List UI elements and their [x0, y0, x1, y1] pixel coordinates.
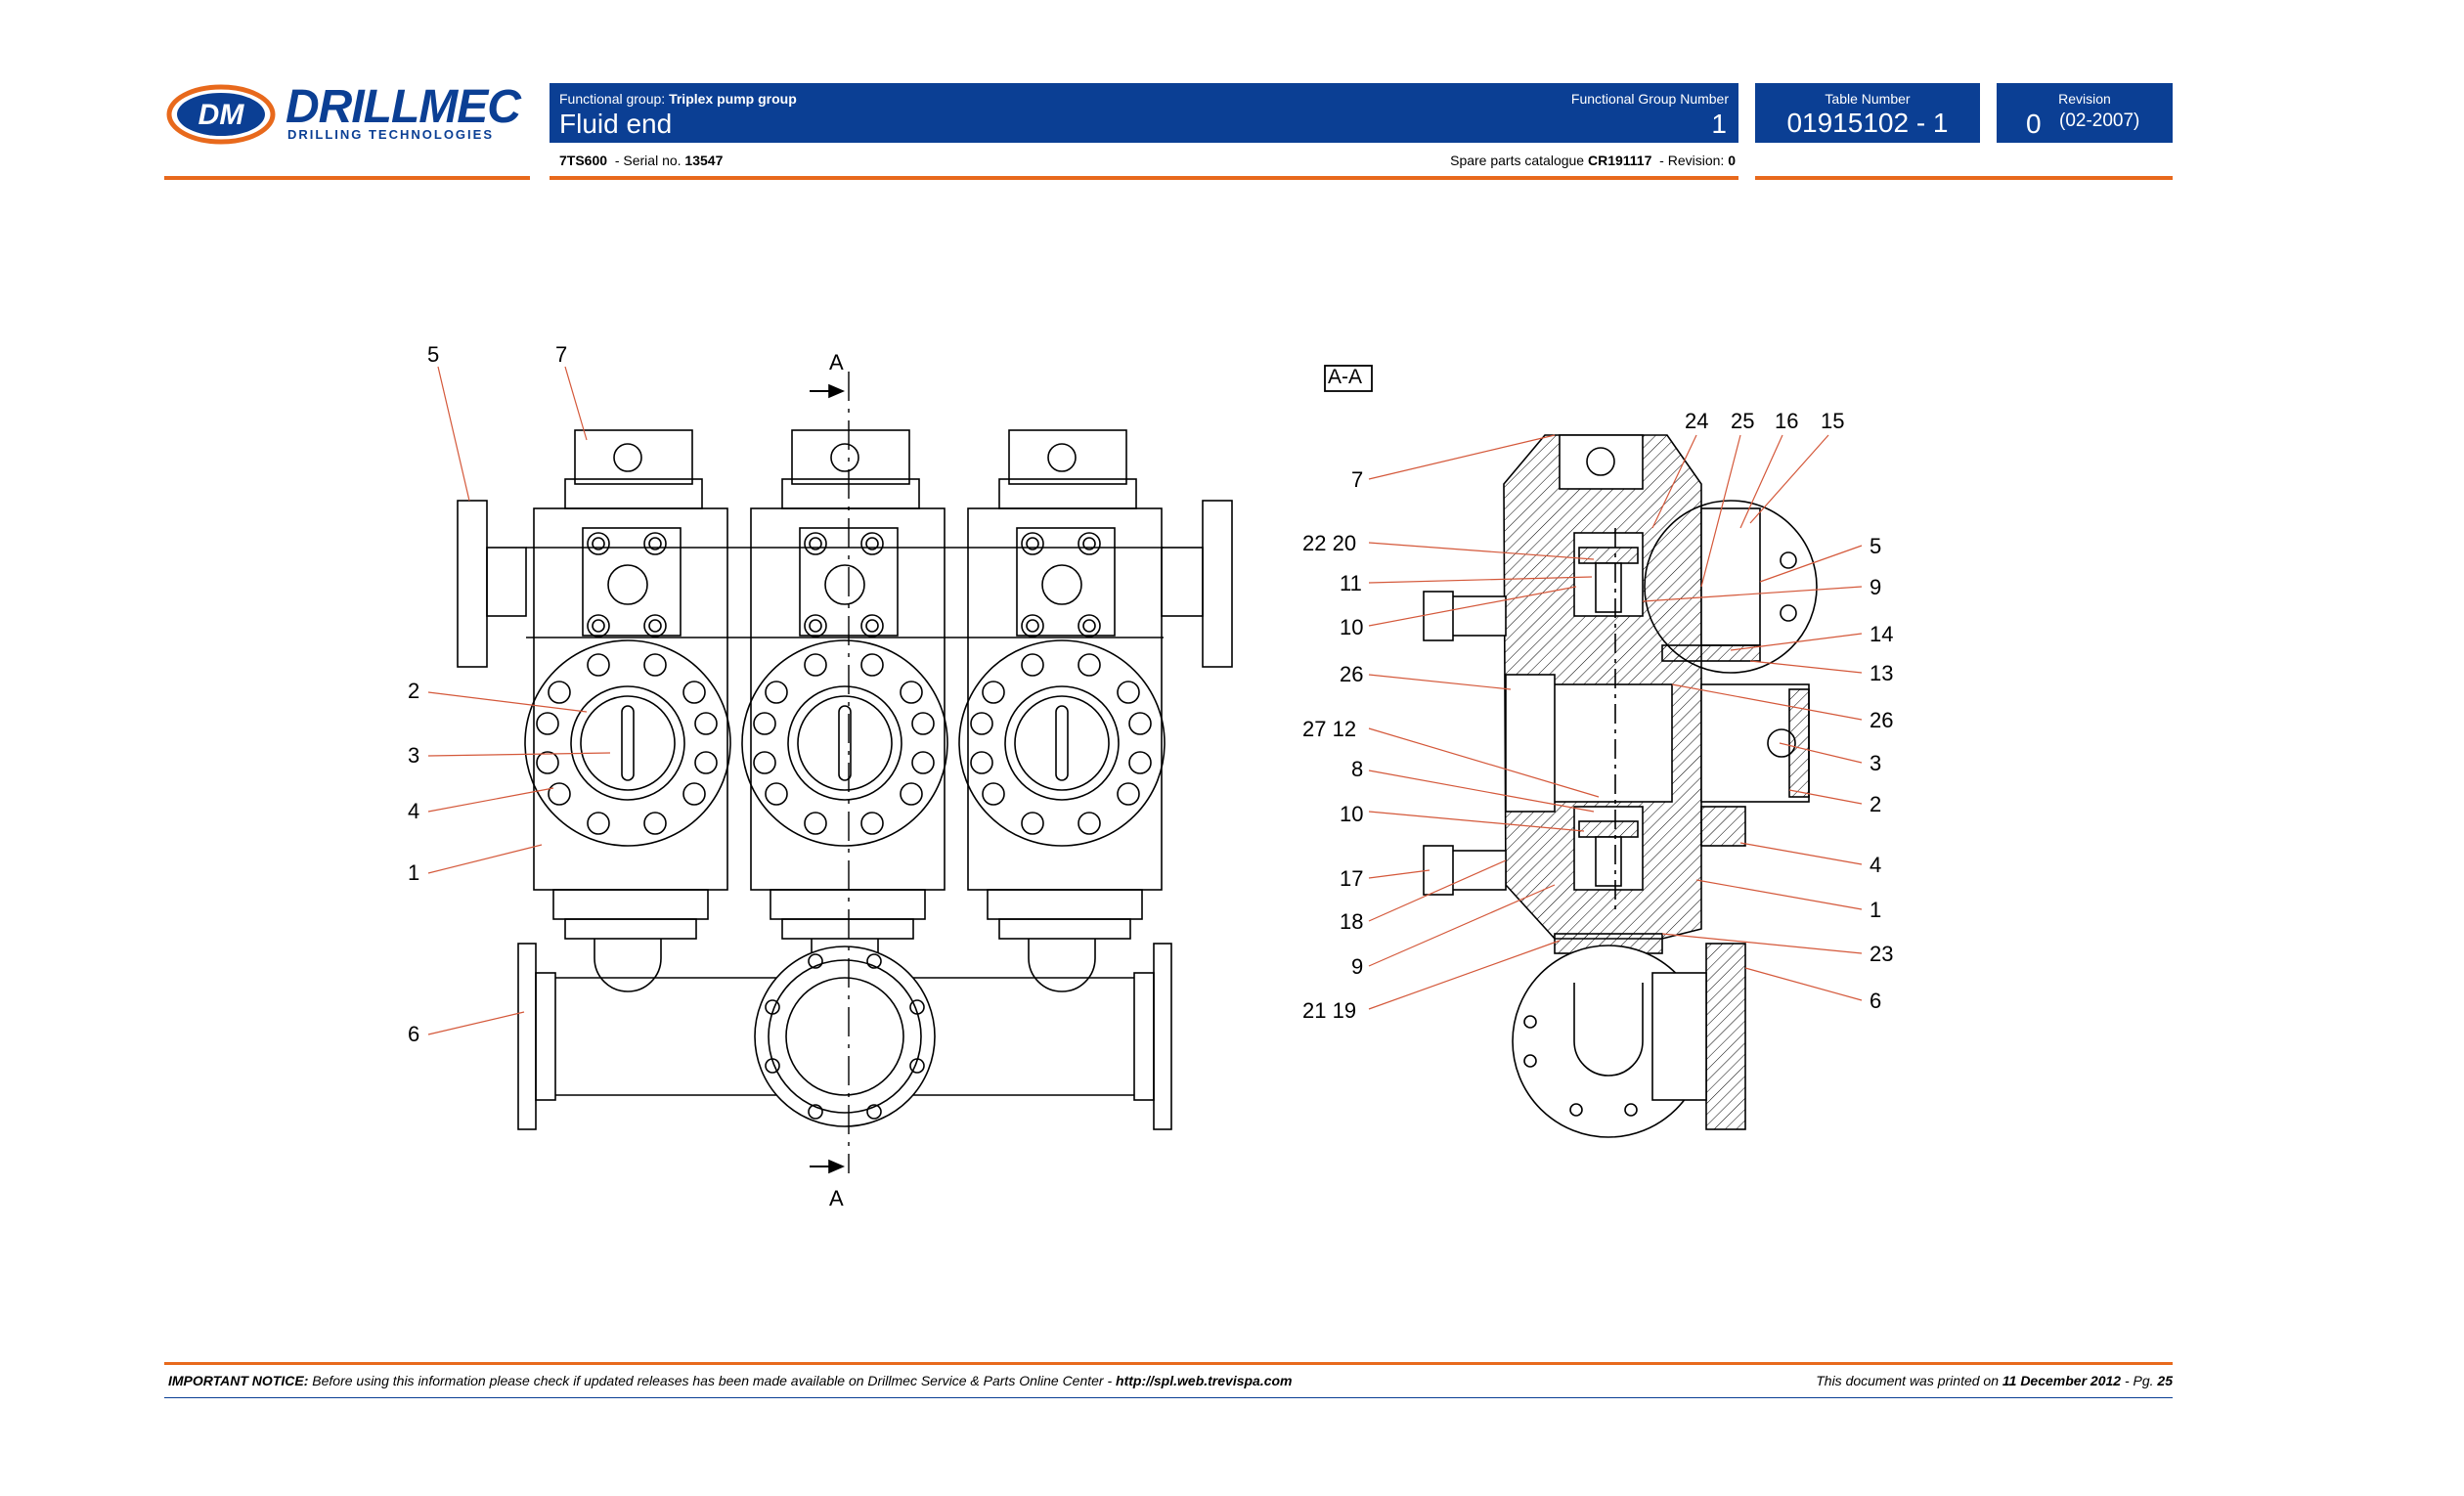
section-view: [1324, 365, 1818, 1138]
serial-prefix: - Serial no.: [614, 153, 682, 168]
notice-label: IMPORTANT NOTICE:: [168, 1373, 309, 1388]
callout-label: 3: [408, 743, 420, 768]
callout-label: 18: [1340, 909, 1364, 934]
table-number-box: Table Number 01915102 - 1: [1755, 83, 1980, 143]
callout-label: 6: [408, 1022, 420, 1046]
callout-label: 10: [1340, 802, 1364, 826]
section-view-leaders: [1368, 434, 1863, 1010]
svg-text:DM: DM: [198, 99, 245, 131]
printed-date: 11 December 2012: [2002, 1373, 2122, 1388]
page-prefix: - Pg.: [2124, 1373, 2154, 1388]
callout-label: 1: [408, 860, 420, 885]
callout-label: 13: [1870, 661, 1894, 685]
callout-label: 9: [1870, 575, 1882, 599]
serial-number: 13547: [684, 153, 724, 168]
callout-label: 2: [408, 679, 420, 703]
logo-text: DRILLMEC: [286, 81, 521, 133]
callout-label: 16: [1775, 409, 1799, 433]
footer-bottom-rule: [164, 1397, 2173, 1398]
callout-label: 14: [1870, 622, 1894, 646]
callout-label: 2: [1870, 792, 1882, 816]
revision-box: Revision 0 (02-2007): [1997, 83, 2173, 143]
page-title: Fluid end: [559, 109, 673, 139]
callout-label: 21 19: [1302, 998, 1357, 1023]
callout-label: 4: [408, 799, 420, 823]
functional-group-line: Functional group: Triplex pump group: [559, 91, 797, 107]
callout-label: 9: [1351, 954, 1364, 979]
printed-prefix: This document was printed on: [1816, 1373, 1999, 1388]
callout-label: 10: [1340, 615, 1364, 639]
notice-text: Before using this information please che…: [312, 1373, 1113, 1388]
callout-label: 3: [1870, 751, 1882, 775]
catalogue-code: CR191117: [1587, 153, 1652, 168]
callout-label: 23: [1870, 942, 1894, 966]
callout-label: 26: [1340, 662, 1364, 686]
header-title-bar: Functional group: Triplex pump group Flu…: [550, 83, 1738, 143]
catalogue-line: Spare parts catalogue CR191117 - Revisio…: [1450, 153, 1736, 168]
functional-group-prefix: Functional group:: [559, 91, 666, 107]
page-number: 25: [2157, 1373, 2173, 1388]
callout-label: 1: [1870, 898, 1882, 922]
table-number-label: Table Number: [1825, 91, 1911, 107]
functional-group-number-label: Functional Group Number: [1570, 91, 1729, 107]
callout-label: 24: [1685, 409, 1709, 433]
header-divider-middle: [550, 176, 1738, 180]
callout-label: 11: [1340, 571, 1362, 595]
print-info: This document was printed on 11 December…: [1816, 1373, 2173, 1388]
notice-url-link[interactable]: http://spl.web.trevispa.com: [1116, 1373, 1293, 1388]
callout-label: 5: [427, 342, 440, 367]
callout-label: 4: [1870, 853, 1882, 877]
callout-label: 15: [1821, 409, 1845, 433]
functional-group-number: 1: [1711, 109, 1727, 139]
section-marker-top: A: [829, 350, 844, 374]
callout-label: 17: [1340, 866, 1364, 891]
revision-label: Revision: [2058, 91, 2111, 107]
front-view-leaders: [427, 366, 611, 1035]
callout-label: 7: [555, 342, 568, 367]
front-view: [457, 372, 1233, 1174]
functional-group-value: Triplex pump group: [669, 91, 797, 107]
table-number: 01915102 - 1: [1786, 108, 1949, 138]
callout-label: 25: [1731, 409, 1755, 433]
company-logo: DM DRILLMEC DRILLING TECHNOLOGIES: [164, 78, 532, 147]
callout-label: 26: [1870, 708, 1894, 732]
model-code: 7TS600: [559, 153, 608, 168]
section-title: A-A: [1328, 366, 1363, 388]
logo-subtext: DRILLING TECHNOLOGIES: [287, 127, 494, 142]
catalogue-prefix: Spare parts catalogue: [1450, 153, 1585, 168]
header-divider-right: [1755, 176, 2173, 180]
callout-label: 27 12: [1302, 717, 1357, 741]
callout-label: 6: [1870, 989, 1882, 1013]
callout-label: 8: [1351, 757, 1364, 781]
section-marker-bottom: A: [829, 1186, 844, 1210]
catalogue-revision: 0: [1728, 153, 1736, 168]
header-divider-left: [164, 176, 530, 180]
revision-date: (02-2007): [2059, 110, 2140, 131]
revision-number: 0: [2026, 109, 2042, 139]
callout-label: 22 20: [1302, 531, 1357, 555]
callout-label: 7: [1351, 467, 1364, 492]
footer-divider: [164, 1362, 2173, 1365]
catalogue-revision-prefix: - Revision:: [1659, 153, 1725, 168]
drillmec-logo-icon: DM: [166, 84, 276, 145]
model-serial-line: 7TS600 - Serial no. 13547: [559, 153, 723, 168]
important-notice: IMPORTANT NOTICE: Before using this info…: [168, 1373, 1293, 1388]
callout-label: 5: [1870, 534, 1882, 558]
